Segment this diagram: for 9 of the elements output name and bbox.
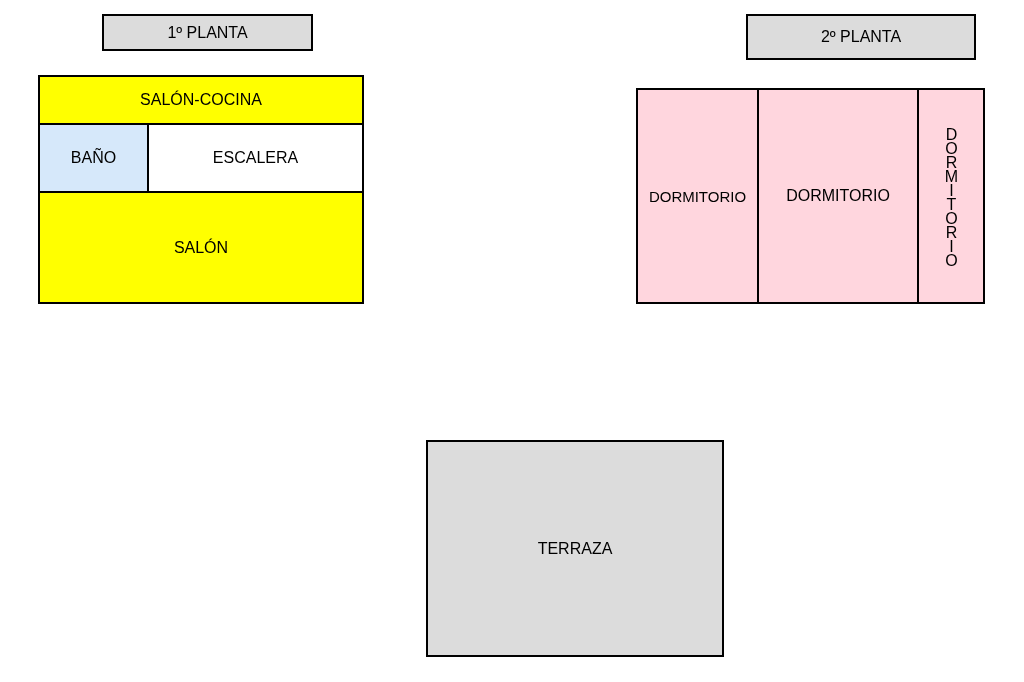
- room-area: DORMITORIO: [757, 88, 919, 304]
- room-area: BAÑO: [38, 123, 149, 193]
- room-area: DORMITORIO: [917, 88, 985, 304]
- room-area: SALÓN-COCINA: [38, 75, 364, 125]
- floor-label: 1º PLANTA: [102, 14, 313, 51]
- room-area: DORMITORIO: [636, 88, 759, 304]
- terrace-area: TERRAZA: [426, 440, 724, 657]
- floor-label: 2º PLANTA: [746, 14, 976, 60]
- room-area: SALÓN: [38, 191, 364, 304]
